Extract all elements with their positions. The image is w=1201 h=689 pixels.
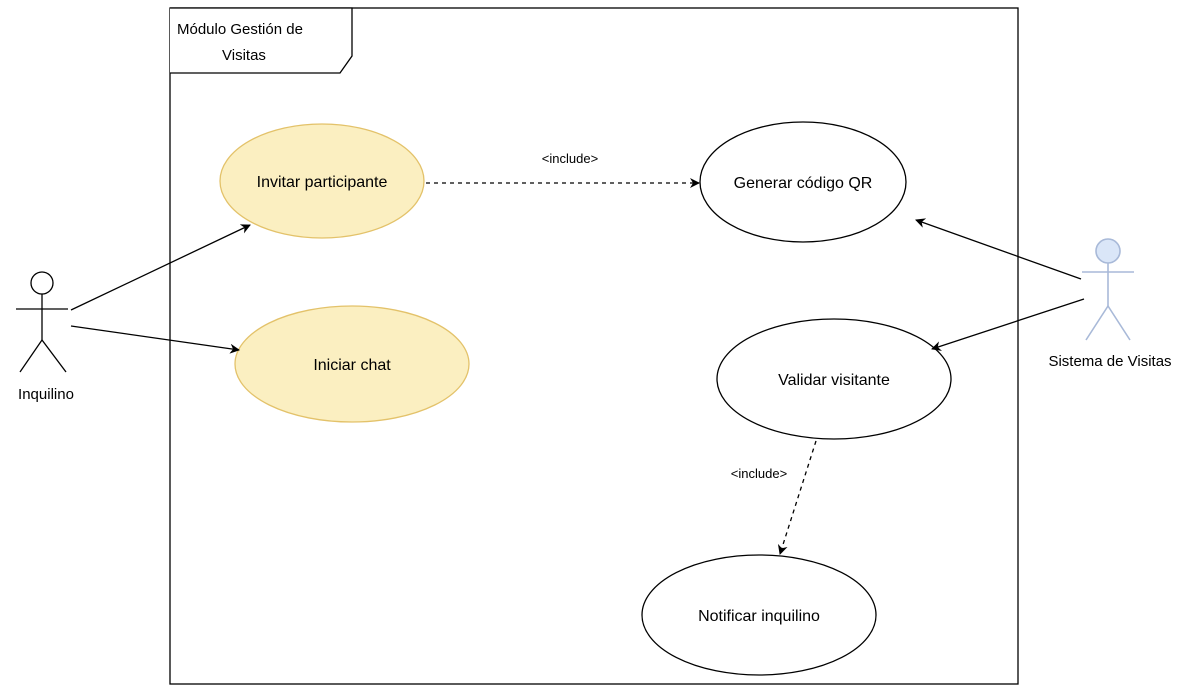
system-boundary-frame <box>169 7 1019 685</box>
use-case-validar-label: Validar visitante <box>778 372 890 389</box>
use-case-generar-shape <box>699 121 907 243</box>
include-label-1: <include> <box>542 151 598 166</box>
use-case-invitar-shape <box>219 123 425 239</box>
actor-sistema-figure <box>1082 238 1134 341</box>
use-case-notificar-inquilino[interactable]: Notificar inquilino <box>641 554 877 676</box>
include-label-2: <include> <box>731 466 787 481</box>
actor-sistema-de-visitas[interactable]: Sistema de Visitas <box>1048 238 1172 370</box>
use-case-generar-label: Generar código QR <box>734 175 873 192</box>
actor-inquilino-label: Inquilino <box>18 386 74 403</box>
association-sistema-validar <box>931 298 1085 351</box>
association-sistema-generar <box>915 218 1082 280</box>
association-inquilino-chat <box>70 325 240 354</box>
system-boundary-tab <box>170 7 353 74</box>
include-validar-notificar <box>777 440 817 555</box>
actor-inquilino-figure <box>16 271 68 373</box>
use-case-chat-shape <box>234 305 470 423</box>
use-case-chat-label: Iniciar chat <box>313 357 391 374</box>
use-case-notificar-label: Notificar inquilino <box>698 608 820 625</box>
system-boundary-title-line1: Módulo Gestión de <box>177 21 303 38</box>
include-label-2-bg <box>716 465 802 483</box>
actor-sistema-label: Sistema de Visitas <box>1048 353 1171 370</box>
use-case-notificar-shape <box>641 554 877 676</box>
use-case-validar-shape <box>716 318 952 440</box>
actor-inquilino[interactable]: Inquilino <box>16 271 74 403</box>
use-case-invitar-label: Invitar participante <box>257 174 388 191</box>
association-inquilino-invitar <box>70 224 251 311</box>
use-case-iniciar-chat[interactable]: Iniciar chat <box>234 305 470 423</box>
system-boundary: Módulo Gestión de Visitas <box>169 7 1019 685</box>
use-case-generar-codigo-qr[interactable]: Generar código QR <box>699 121 907 243</box>
use-case-validar-visitante[interactable]: Validar visitante <box>716 318 952 440</box>
use-case-invitar-participante[interactable]: Invitar participante <box>219 123 425 239</box>
system-boundary-title-line2: Visitas <box>222 47 266 64</box>
